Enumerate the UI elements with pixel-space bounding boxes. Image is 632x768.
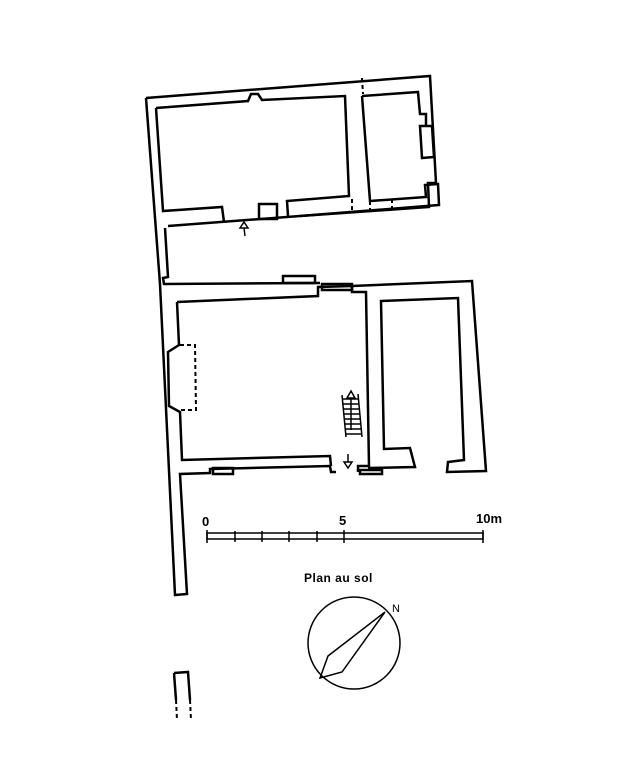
south-main-room (176, 284, 371, 472)
entrance-arrow-icon (238, 220, 354, 470)
scale-label-10m: 10m (476, 511, 503, 526)
door-lower (320, 282, 354, 292)
south-annex (351, 279, 488, 474)
north-label: N (392, 603, 400, 615)
scale-label-0: 0 (202, 514, 210, 529)
corridor (161, 227, 321, 286)
staircase (341, 389, 363, 438)
north-main-room (155, 92, 351, 217)
pillar-block (257, 202, 279, 221)
fireplace-outline (180, 344, 198, 411)
sill-east (358, 468, 384, 476)
north-arrow-icon (307, 596, 401, 690)
window-north (281, 274, 317, 285)
north-side-room (361, 90, 436, 160)
scale-label-5: 5 (339, 513, 347, 528)
window-south (211, 466, 235, 476)
scale-bar (206, 530, 484, 543)
lower-building-outer-wall (158, 283, 336, 597)
plan-title: Plan au sol (304, 571, 373, 585)
